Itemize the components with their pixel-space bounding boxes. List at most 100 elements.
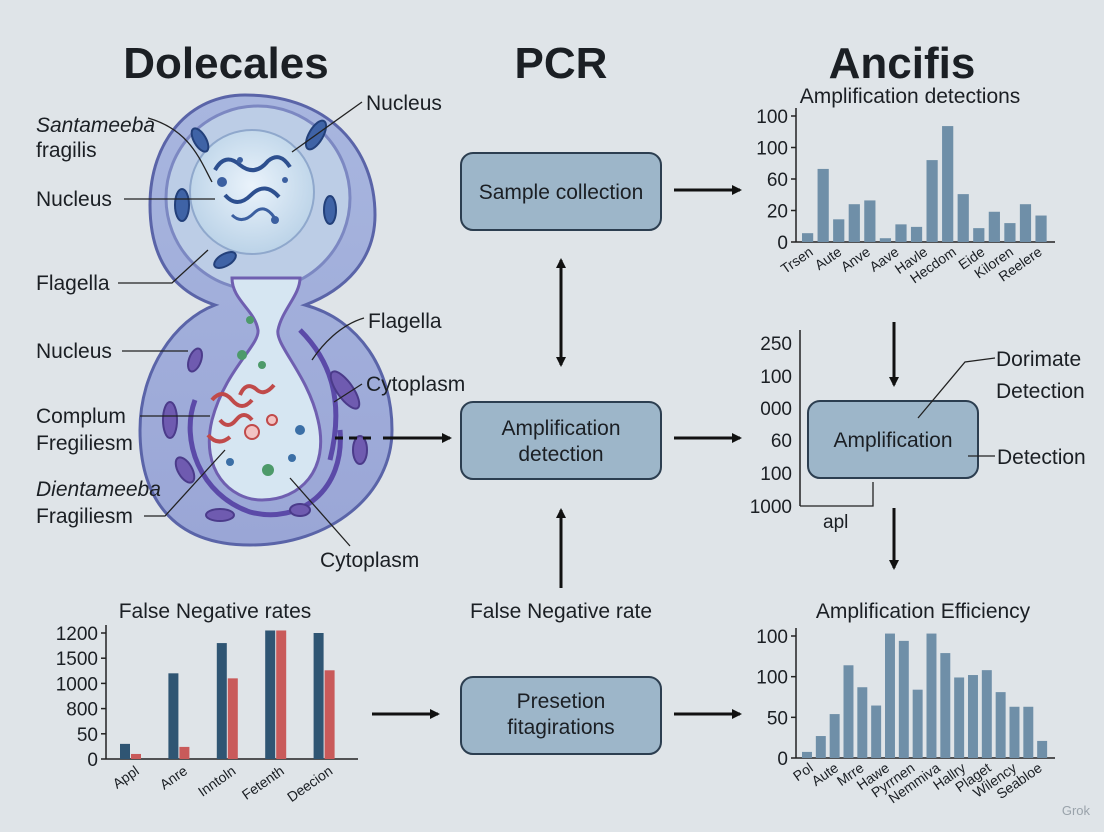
chart3-y-tick-label: 50 bbox=[767, 708, 788, 729]
chart1-y-tick-label: 100 bbox=[756, 107, 788, 128]
chart3-bar bbox=[1010, 707, 1020, 758]
label-species-bottom-plain: Fragiliesm bbox=[36, 505, 133, 528]
pcr-false-negative-rate-label: False Negative rate bbox=[470, 600, 652, 623]
chart1-y-tick-label: 0 bbox=[777, 233, 788, 254]
chart2-bar bbox=[228, 678, 238, 759]
chart1-bar bbox=[833, 219, 844, 242]
chart1-bar bbox=[942, 126, 953, 242]
pcr-box-amplification-detection bbox=[461, 402, 661, 479]
column-title-left: Dolecales bbox=[123, 39, 328, 88]
chart2-y-tick-label: 50 bbox=[77, 725, 98, 746]
chart2-bar bbox=[179, 747, 189, 759]
pcr-box-amplification-line2: detection bbox=[518, 443, 603, 466]
chart3-y-tick-label: 100 bbox=[756, 627, 788, 648]
chart2-x-tick-label: Fetenth bbox=[239, 762, 287, 802]
label-nucleus-left-mid: Nucleus bbox=[36, 340, 112, 363]
chart2-bar bbox=[120, 744, 130, 759]
chart1-y-tick-label: 20 bbox=[767, 202, 788, 223]
chart2-y-tick-label: 800 bbox=[66, 700, 98, 721]
label-cytoplasm-right: Cytoplasm bbox=[366, 373, 465, 396]
chart2-bar bbox=[325, 670, 335, 759]
label-nucleus-left-top: Nucleus bbox=[36, 188, 112, 211]
amp-apl-label: apl bbox=[823, 512, 848, 533]
chart2-bar bbox=[168, 673, 178, 759]
column-title-middle: PCR bbox=[515, 39, 608, 88]
chart3-bar bbox=[899, 641, 909, 758]
chart2-y-tick-label: 1200 bbox=[56, 624, 98, 645]
chart1-bar bbox=[1035, 216, 1046, 242]
pcr-box-sample-collection-label: Sample collection bbox=[479, 181, 644, 204]
amp-dorimate-line1: Dorimate bbox=[996, 348, 1081, 371]
label-complum-line2: Fregiliesm bbox=[36, 432, 133, 455]
chart3-bar bbox=[1037, 741, 1047, 758]
chart-false-negative-rates: False Negative rates 120015001000800500A… bbox=[56, 600, 358, 805]
chart3-y-tick-label: 0 bbox=[777, 749, 788, 770]
label-nucleus-top-right: Nucleus bbox=[366, 92, 442, 115]
label-species-top-plain: fragilis bbox=[36, 139, 97, 162]
label-species-top-italic: Santameeba bbox=[36, 114, 155, 137]
chart3-bar bbox=[802, 752, 812, 758]
label-cytoplasm-bottom: Cytoplasm bbox=[320, 549, 419, 572]
chart2-y-tick-label: 1000 bbox=[56, 674, 98, 695]
chart3-bar bbox=[1023, 707, 1033, 758]
chart2-bar bbox=[314, 633, 324, 759]
chart1-bar bbox=[927, 160, 938, 242]
column-title-right: Ancifis bbox=[829, 39, 976, 88]
chart1-bar bbox=[989, 212, 1000, 242]
amp-box-label: Amplification bbox=[833, 429, 952, 452]
amp-scale-tick: 60 bbox=[771, 431, 792, 452]
cell-illustration bbox=[140, 95, 392, 545]
chart2-y-tick-label: 1500 bbox=[56, 649, 98, 670]
amp-detection-label: Detection bbox=[997, 446, 1086, 469]
chart-amplification-detections: Amplification detections 10010060200Trse… bbox=[756, 85, 1055, 286]
chart2-x-tick-label: Deecion bbox=[284, 762, 335, 805]
chart1-x-tick-label: Anve bbox=[838, 243, 873, 275]
chart2-title: False Negative rates bbox=[119, 600, 312, 623]
chart1-bar bbox=[849, 204, 860, 242]
chart2-x-tick-label: Inntoln bbox=[195, 762, 239, 799]
chart3-bar bbox=[996, 692, 1006, 758]
chart2-bar bbox=[265, 630, 275, 759]
chart3-bar bbox=[844, 665, 854, 758]
watermark-text: Grok bbox=[1062, 803, 1091, 818]
chart2-bar bbox=[276, 630, 286, 759]
chart1-bar bbox=[958, 194, 969, 242]
amp-scale-bracket bbox=[800, 482, 873, 506]
chart3-title: Amplification Efficiency bbox=[816, 600, 1031, 623]
amp-scale-tick: 000 bbox=[760, 399, 792, 420]
amplification-panel: 250 100 000 60 100 1000 apl Amplificatio… bbox=[750, 322, 1086, 568]
pcr-box-presetion-line2: fitagirations bbox=[507, 716, 614, 739]
chart1-y-tick-label: 60 bbox=[767, 170, 788, 191]
chart1-bar bbox=[973, 228, 984, 242]
chart1-bar bbox=[802, 233, 813, 242]
chart1-bar bbox=[1020, 204, 1031, 242]
chart2-x-tick-label: Anre bbox=[157, 762, 191, 792]
chart1-bar bbox=[1004, 223, 1015, 242]
chart3-bar bbox=[982, 670, 992, 758]
chart3-bar bbox=[885, 634, 895, 758]
chart3-bar bbox=[830, 714, 840, 758]
chart1-bar bbox=[864, 200, 875, 242]
chart3-bar bbox=[871, 706, 881, 758]
amp-scale-tick: 250 bbox=[760, 334, 792, 355]
chart1-y-tick-label: 100 bbox=[756, 139, 788, 160]
chart2-bar bbox=[217, 643, 227, 759]
amp-scale-tick: 100 bbox=[760, 367, 792, 388]
chart3-bar bbox=[857, 687, 867, 758]
label-complum-line1: Complum bbox=[36, 405, 126, 428]
chart1-bar bbox=[818, 169, 829, 242]
chart3-bar bbox=[816, 736, 826, 758]
amp-scale-tick: 100 bbox=[760, 464, 792, 485]
label-flagella-left: Flagella bbox=[36, 272, 110, 295]
chart1-title: Amplification detections bbox=[800, 85, 1021, 108]
chart2-x-tick-label: Appl bbox=[110, 762, 142, 791]
chart1-bar bbox=[880, 238, 891, 242]
chart3-bar bbox=[927, 634, 937, 758]
chart1-bar bbox=[895, 224, 906, 242]
pcr-box-amplification-line1: Amplification bbox=[501, 417, 620, 440]
chart3-bar bbox=[940, 653, 950, 758]
pcr-box-presetion-line1: Presetion bbox=[517, 690, 606, 713]
chart3-y-tick-label: 100 bbox=[756, 668, 788, 689]
